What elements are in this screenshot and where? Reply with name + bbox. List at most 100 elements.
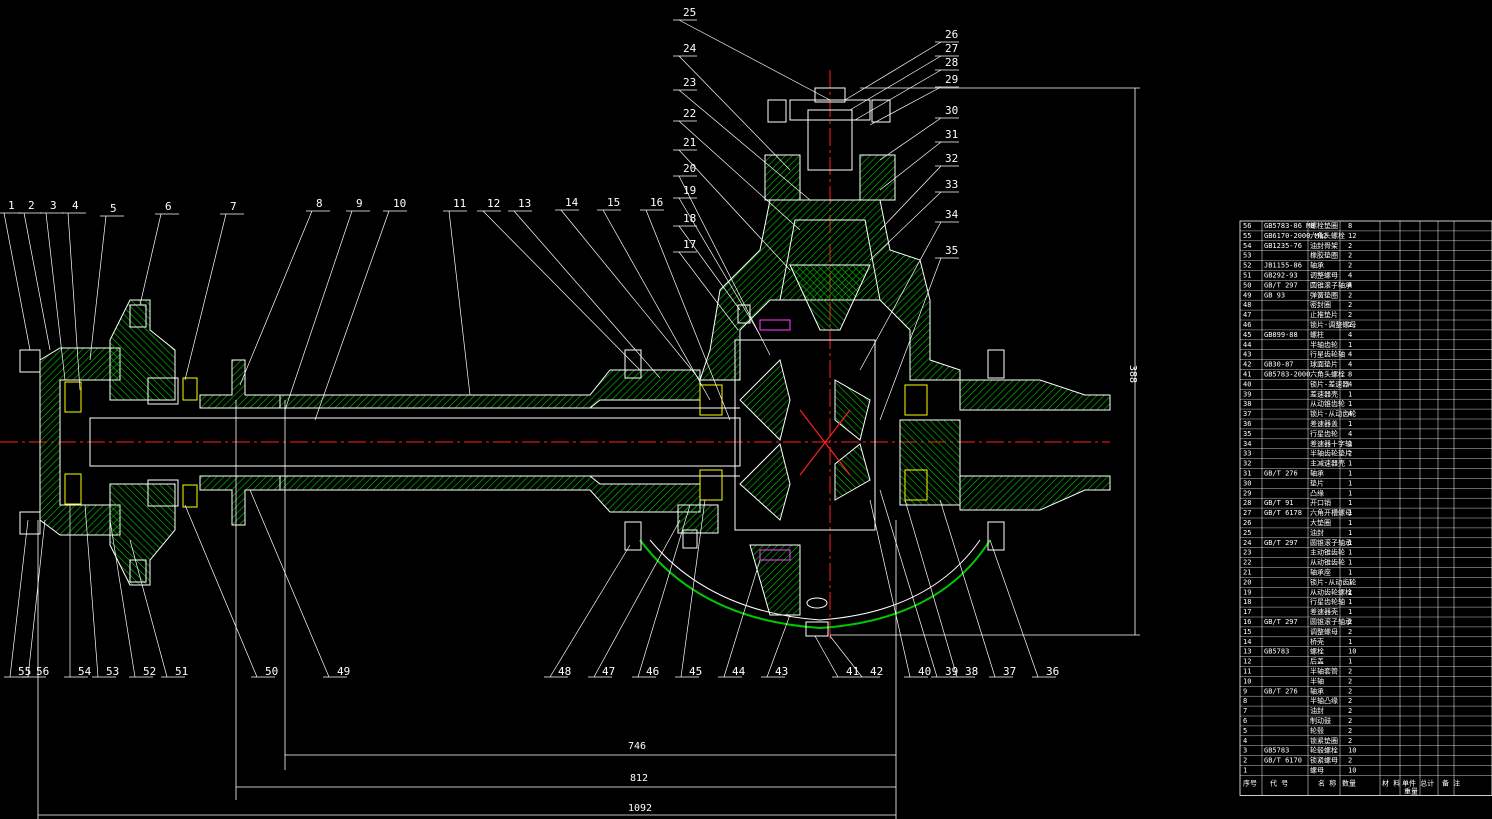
bom-row-qty: 1	[1348, 549, 1352, 557]
bom-row-name: 轴承	[1310, 261, 1324, 270]
bom-row-qty: 2	[1348, 262, 1352, 270]
bom-row-qty: 1	[1348, 559, 1352, 567]
callout-36: 36	[1046, 665, 1059, 678]
callout-37: 37	[1003, 665, 1016, 678]
callout-27: 27	[945, 42, 958, 55]
bom-row-name: 半轴	[1310, 676, 1324, 685]
bom-row-qty: 1	[1348, 390, 1352, 398]
bom-row-name: 油封	[1310, 706, 1324, 715]
bom-row-name: 差速器十字轴	[1310, 439, 1352, 448]
bom-row-no: 44	[1243, 341, 1251, 349]
bom-row-name: 差速器壳	[1310, 607, 1338, 616]
callout-32: 32	[945, 152, 958, 165]
bom-row-name: 行星齿轮轴	[1310, 597, 1345, 606]
callout-4: 4	[72, 199, 79, 212]
callout-leader-9	[284, 210, 353, 411]
callout-21: 21	[683, 136, 696, 149]
bom-row-no: 23	[1243, 549, 1251, 557]
bom-row-name: 调整螺母	[1310, 627, 1338, 636]
callout-6: 6	[165, 200, 172, 213]
bom-row-no: 18	[1243, 598, 1251, 606]
bom-row-code: GB/T 6170	[1264, 757, 1302, 765]
bom-row-no: 25	[1243, 529, 1251, 537]
bom-row-name: 制动鼓	[1310, 716, 1331, 725]
bom-row-no: 52	[1243, 262, 1251, 270]
bom-row-code: GB 93	[1264, 291, 1285, 299]
callout-55: 55	[18, 665, 31, 678]
bom-row-no: 46	[1243, 321, 1251, 329]
bom-row-name: 橡胶垫圈	[1310, 251, 1338, 260]
callout-leader-4	[67, 212, 81, 391]
bom-row-no: 28	[1243, 499, 1251, 507]
callout-8: 8	[316, 197, 323, 210]
bom-row-code: GB292-93	[1264, 272, 1298, 280]
callout-54: 54	[78, 665, 92, 678]
bom-row-no: 35	[1243, 430, 1251, 438]
callout-leader-48	[549, 544, 631, 678]
bom-row-no: 53	[1243, 252, 1251, 260]
bom-row-code: GB5783	[1264, 747, 1289, 755]
bom-row-name: 锁片-调整螺母	[1310, 320, 1356, 329]
bom-row-name: 从动锥齿轮	[1310, 558, 1345, 567]
bom-row-qty: 4	[1348, 380, 1352, 388]
bom-row-no: 47	[1243, 311, 1251, 319]
callout-leader-7	[184, 213, 227, 381]
bom-row-code: GB/T 297	[1264, 618, 1298, 626]
bom-row-qty: 1	[1348, 539, 1352, 547]
bom-row-qty: 4	[1348, 430, 1352, 438]
bom-row-qty: 4	[1348, 351, 1352, 359]
bom-row-name: 半轴齿轮垫片	[1310, 449, 1352, 458]
callout-leader-22	[678, 120, 801, 231]
bom-row-name: 轴承	[1310, 686, 1324, 695]
bom-row-qty: 1	[1348, 529, 1352, 537]
bom-row-name: 六角头螺栓	[1310, 231, 1345, 240]
bom-row-name: 凸缘	[1310, 488, 1324, 497]
callout-15: 15	[607, 196, 620, 209]
callout-10: 10	[393, 197, 406, 210]
bom-row-code: GB/T 297	[1264, 539, 1298, 547]
bom-row-no: 20	[1243, 578, 1251, 586]
bom-row-name: 螺柱	[1310, 330, 1324, 339]
bom-row-qty: 1	[1348, 460, 1352, 468]
callout-13: 13	[518, 197, 531, 210]
callout-leader-28	[854, 69, 942, 121]
callout-1: 1	[8, 199, 15, 212]
callout-leader-1	[3, 212, 31, 351]
bom-row-no: 45	[1243, 331, 1251, 339]
callout-leader-47	[593, 519, 681, 678]
callout-leader-40	[869, 499, 911, 678]
callout-46: 46	[646, 665, 659, 678]
bom-row-name: 轮毂螺栓	[1310, 746, 1338, 755]
bom-row-code: GB/T 91	[1264, 499, 1294, 507]
bom-row-no: 37	[1243, 410, 1251, 418]
callout-9: 9	[356, 197, 363, 210]
bom-row-code: GB5783-2000	[1264, 371, 1310, 379]
callout-leader-20	[678, 175, 771, 356]
bom-row-code: GB30-87	[1264, 361, 1294, 369]
callout-28: 28	[945, 56, 958, 69]
bom-row-no: 29	[1243, 489, 1251, 497]
bom-row-no: 48	[1243, 301, 1251, 309]
bom-row-name: 圆锥滚子轴承	[1310, 617, 1352, 626]
callout-39: 39	[945, 665, 958, 678]
bom-row-name: 轴承座	[1310, 568, 1331, 577]
callout-43: 43	[775, 665, 788, 678]
